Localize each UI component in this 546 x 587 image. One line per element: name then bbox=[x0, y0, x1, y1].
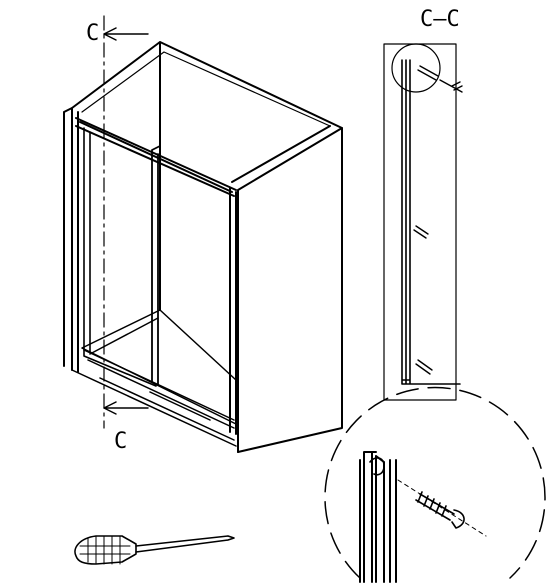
section-profile bbox=[401, 59, 461, 385]
screw-icon bbox=[397, 479, 487, 537]
section-arrow-top bbox=[103, 27, 149, 41]
screw-icon bbox=[417, 65, 463, 93]
section-line: C C bbox=[86, 15, 149, 454]
detail-circle bbox=[324, 386, 546, 579]
detail-clip bbox=[369, 457, 385, 476]
screw-icon bbox=[413, 225, 429, 239]
sliding-door-panel bbox=[151, 145, 161, 385]
screwdriver-shaft bbox=[135, 535, 235, 553]
section-label-top: C bbox=[86, 21, 99, 46]
fixed-panel bbox=[83, 127, 157, 387]
door-profile-right bbox=[229, 187, 237, 435]
wall-profile-left bbox=[63, 107, 79, 373]
side-wall bbox=[231, 125, 343, 453]
screwdriver-icon bbox=[74, 535, 235, 565]
bottom-track bbox=[83, 349, 235, 429]
section-view-title: C–C bbox=[420, 7, 460, 32]
detail-marker-circle bbox=[391, 43, 441, 93]
top-rail bbox=[75, 117, 237, 197]
back-wall-inner bbox=[81, 51, 331, 127]
section-view: C–C bbox=[383, 7, 463, 401]
back-wall bbox=[71, 41, 343, 453]
detail-magnified bbox=[324, 386, 546, 583]
detail-profile bbox=[359, 451, 397, 583]
screwdriver-handle bbox=[74, 535, 137, 565]
section-arrow-bottom bbox=[103, 401, 149, 415]
section-label-bottom: C bbox=[114, 429, 127, 454]
shower-enclosure bbox=[63, 41, 343, 453]
tray-front bbox=[99, 377, 235, 441]
section-wall bbox=[383, 43, 457, 401]
screwdriver-grip bbox=[79, 535, 131, 565]
shower-tray bbox=[71, 309, 237, 447]
screw-icon bbox=[415, 359, 433, 375]
